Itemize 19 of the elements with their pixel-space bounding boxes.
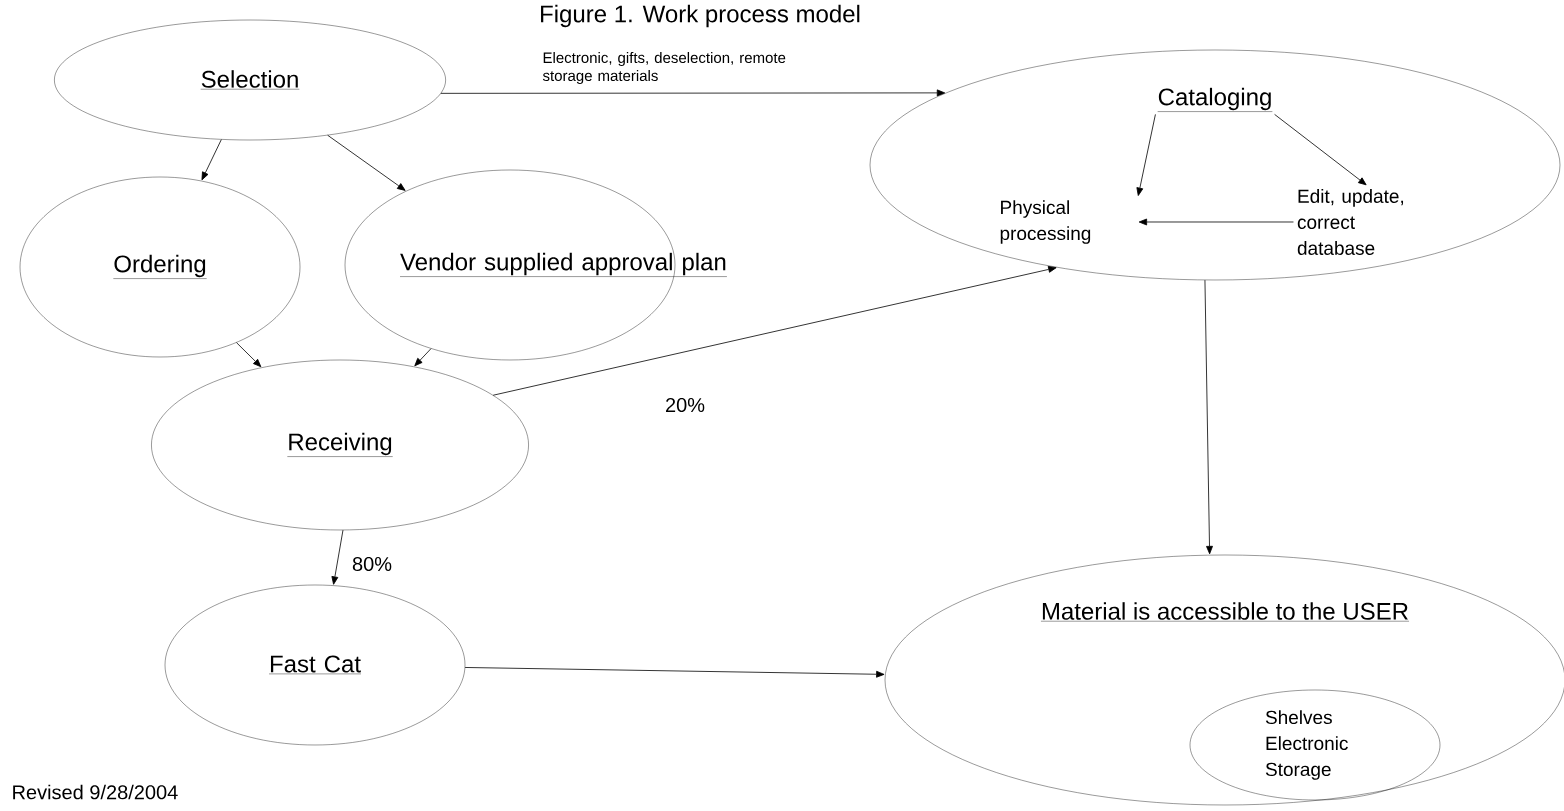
arrow [464,667,885,678]
arrow [414,348,432,367]
arrow [492,266,1057,396]
step-text: Edit, update, correct database [1297,189,1404,255]
arrow [1274,114,1367,186]
arrow [236,342,262,368]
arrow [1204,279,1213,555]
edge-label: Electronic, gifts, deselection, remote storage materials [542,52,786,84]
arrow [1138,218,1294,226]
arrow [201,139,222,181]
edge-label: 80% [352,556,392,572]
arrow [331,529,344,585]
title: Figure 1. Work process model [541,4,860,28]
edge-label: 20% [666,397,705,413]
arrow [1136,114,1156,196]
arrow [327,134,406,191]
arrow [440,89,946,97]
step-text: Physical processing [1000,200,1091,244]
revision-note: Revised 9/28/2004 [13,784,178,800]
